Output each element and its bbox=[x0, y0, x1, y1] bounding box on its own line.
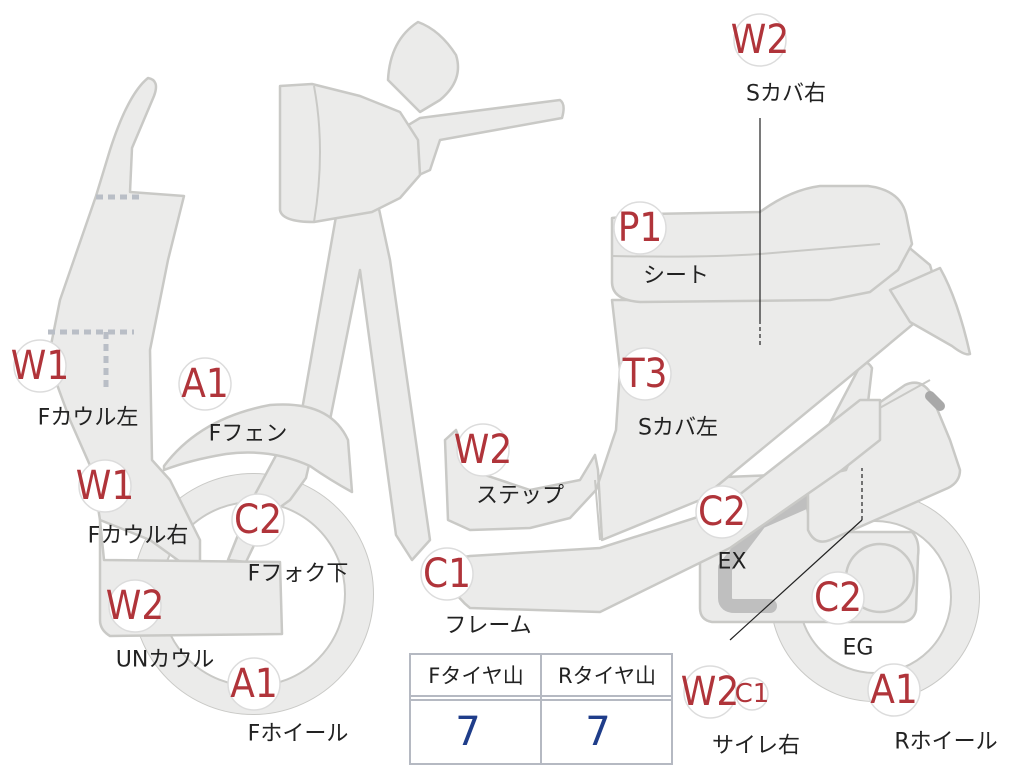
headlight-part bbox=[278, 82, 422, 224]
table-value-rear-tire: 7 bbox=[585, 709, 610, 755]
marker-un-cowl[interactable]: W2 UNカウル bbox=[106, 579, 215, 673]
marker-label: Fカウル右 bbox=[88, 524, 189, 549]
marker-code: C2 bbox=[698, 489, 746, 535]
marker-f-wheel[interactable]: A1 Fホイール bbox=[227, 657, 349, 747]
marker-code: P1 bbox=[618, 205, 663, 251]
marker-code: A1 bbox=[181, 361, 229, 407]
table-header-front-tire: Fタイヤ山 bbox=[428, 664, 523, 688]
marker-label: シート bbox=[643, 264, 709, 289]
marker-code: W2 bbox=[731, 17, 789, 63]
marker-label: Fフォク下 bbox=[248, 562, 349, 587]
marker-step[interactable]: W2 ステップ bbox=[454, 423, 564, 509]
tire-tread-table: Fタイヤ山 Rタイヤ山 7 7 bbox=[409, 653, 673, 765]
marker-label: フレーム bbox=[444, 614, 531, 639]
marker-label: Fフェン bbox=[209, 422, 288, 447]
marker-seat[interactable]: P1 シート bbox=[613, 201, 709, 289]
marker-ex[interactable]: C2 EX bbox=[695, 485, 749, 575]
marker-code: C1 bbox=[423, 551, 471, 597]
marker-silencer-right[interactable]: W2 C1 サイレ右 bbox=[681, 665, 800, 759]
marker-code: A1 bbox=[870, 667, 918, 713]
table-value-front-tire: 7 bbox=[455, 709, 480, 755]
front-fender-part bbox=[162, 403, 354, 494]
marker-label: Fホイール bbox=[248, 722, 349, 747]
marker-f-fork-lower[interactable]: C2 Fフォク下 bbox=[231, 493, 349, 587]
marker-label: EG bbox=[843, 636, 874, 661]
mirror-part bbox=[386, 20, 460, 114]
marker-f-cowl-right[interactable]: W1 Fカウル右 bbox=[76, 459, 189, 549]
damage-markers: W2 Sカバ右 P1 シート T3 Sカバ左 W1 Fカウル左 A1 Fフェン … bbox=[11, 13, 998, 759]
marker-code: W2 bbox=[454, 427, 512, 473]
marker-code: A1 bbox=[230, 661, 278, 707]
table-header-rear-tire: Rタイヤ山 bbox=[558, 664, 656, 688]
marker-f-fender[interactable]: A1 Fフェン bbox=[178, 357, 288, 447]
marker-code: C2 bbox=[234, 497, 282, 543]
marker-label: UNカウル bbox=[116, 648, 215, 673]
marker-label: ステップ bbox=[476, 484, 564, 509]
marker-code: W1 bbox=[76, 463, 134, 509]
marker-code: W2 bbox=[681, 669, 739, 715]
leader-line bbox=[729, 519, 863, 641]
handlebar-part bbox=[388, 98, 565, 190]
tail-part bbox=[888, 266, 972, 356]
marker-label: サイレ右 bbox=[712, 734, 800, 759]
marker-code: W1 bbox=[11, 343, 69, 389]
marker-code: W2 bbox=[106, 583, 164, 629]
marker-label: EX bbox=[718, 550, 747, 575]
marker-label: Sカバ左 bbox=[638, 416, 718, 441]
marker-code-secondary: C1 bbox=[735, 679, 770, 709]
marker-eg[interactable]: C2 EG bbox=[811, 571, 874, 661]
marker-code: C2 bbox=[814, 575, 862, 621]
marker-s-cover-left[interactable]: T3 Sカバ左 bbox=[618, 347, 718, 441]
marker-s-cover-right[interactable]: W2 Sカバ右 bbox=[731, 13, 826, 107]
marker-f-cowl-left[interactable]: W1 Fカウル左 bbox=[11, 339, 139, 431]
marker-frame[interactable]: C1 フレーム bbox=[420, 547, 532, 639]
cowl-zone-divider bbox=[48, 329, 134, 390]
marker-r-wheel[interactable]: A1 Rホイール bbox=[867, 663, 998, 755]
marker-label: Rホイール bbox=[894, 730, 997, 755]
marker-label: Sカバ右 bbox=[746, 82, 826, 107]
seat-part bbox=[610, 184, 914, 304]
marker-label: Fカウル左 bbox=[38, 406, 139, 431]
marker-code: T3 bbox=[622, 351, 668, 397]
